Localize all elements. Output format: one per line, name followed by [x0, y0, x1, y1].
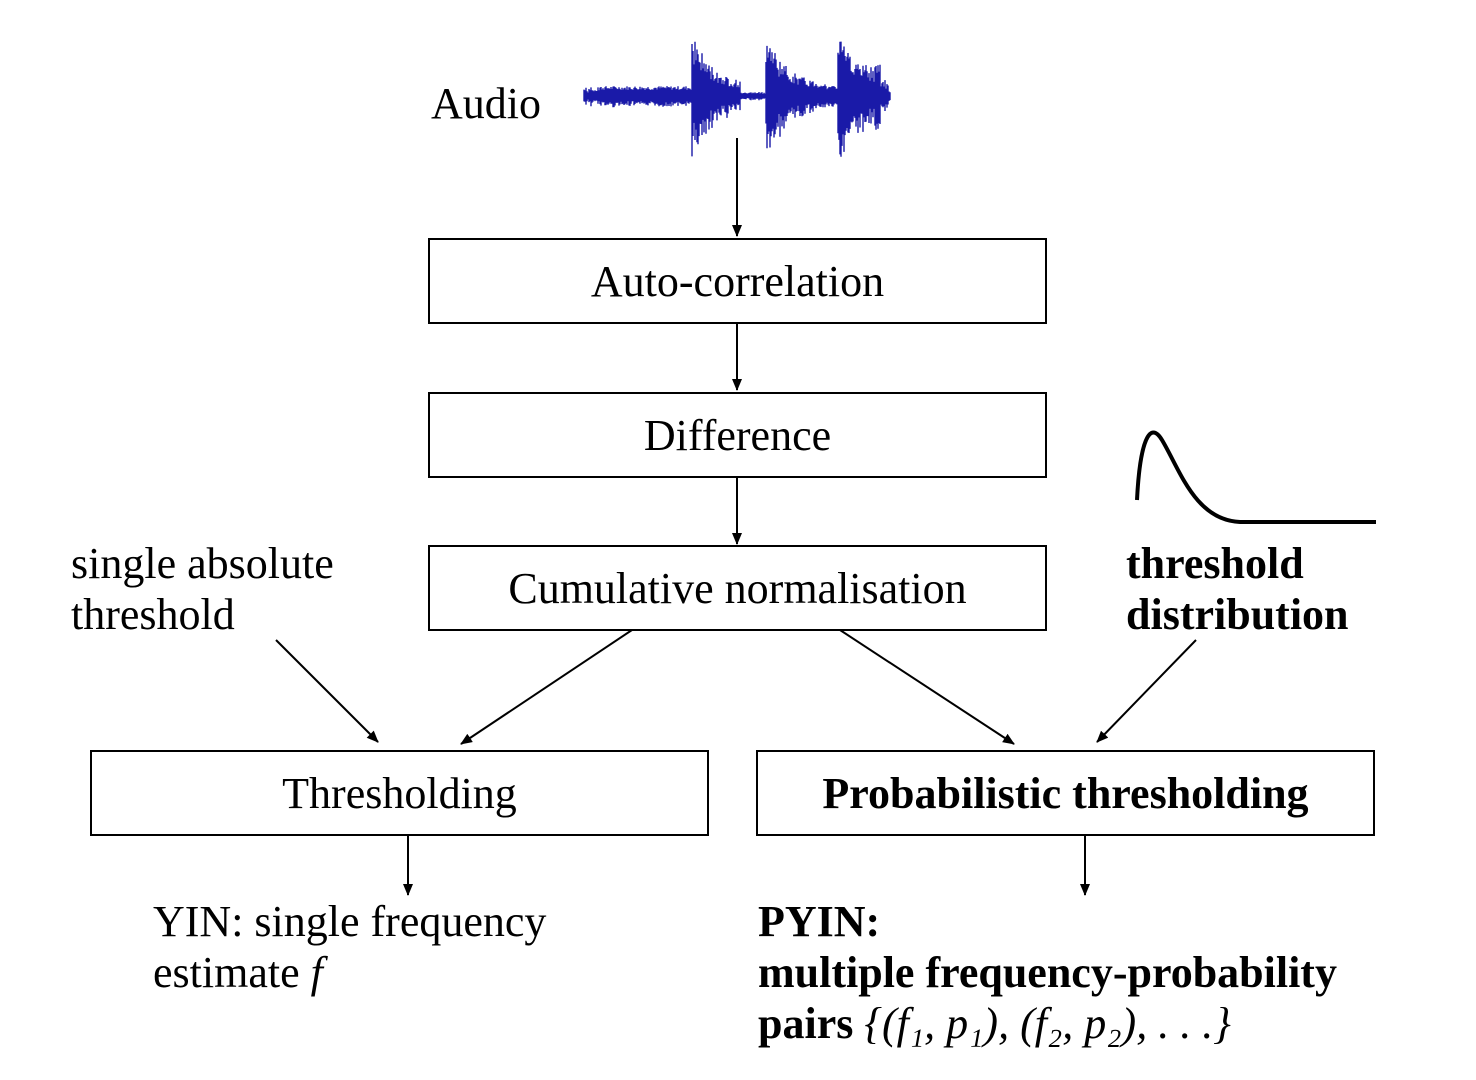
arrow-cumulative-to-thresholding: [460, 629, 633, 745]
threshold-distribution-line-1: threshold: [1126, 539, 1304, 588]
autocorrelation-label: Auto-correlation: [590, 256, 885, 306]
single-threshold-line-1: single absolute: [71, 539, 334, 588]
pyin-output-line-3: pairs {(f₁, p₁), (f₂, p₂), . . .}: [758, 998, 1337, 1049]
probabilistic-thresholding-box: Probabilistic thresholding: [756, 750, 1375, 836]
yin-output-line-2: estimate f: [153, 947, 546, 998]
difference-box: Difference: [428, 392, 1047, 478]
arrow-cumulative-to-probabilistic: [839, 629, 1015, 745]
arrow-distribution-to-probabilistic: [1096, 639, 1197, 743]
cumulative-normalisation-box: Cumulative normalisation: [428, 545, 1047, 631]
thresholding-label: Thresholding: [282, 768, 517, 818]
threshold-distribution-curve-icon: [1135, 430, 1376, 524]
audio-waveform-icon: [583, 41, 891, 157]
single-absolute-threshold-label: single absolute threshold: [71, 538, 334, 640]
audio-label: Audio: [431, 79, 541, 128]
cumulative-normalisation-label: Cumulative normalisation: [508, 563, 967, 613]
pyin-pairs-set-symbol: {(f₁, p₁), (f₂, p₂), . . .}: [864, 999, 1231, 1048]
yin-output-label: YIN: single frequency estimate f: [153, 896, 546, 998]
arrow-single-threshold-to-thresholding: [275, 639, 379, 743]
pyin-output-line-1: PYIN:: [758, 897, 881, 946]
pyin-output-label: PYIN: multiple frequency-probability pai…: [758, 896, 1337, 1049]
yin-frequency-symbol: f: [310, 948, 323, 997]
pyin-output-line-3-text: pairs: [758, 999, 854, 1048]
threshold-distribution-line-2: distribution: [1126, 590, 1349, 639]
probabilistic-thresholding-label: Probabilistic thresholding: [822, 768, 1309, 818]
difference-label: Difference: [643, 410, 832, 460]
single-threshold-line-2: threshold: [71, 590, 235, 639]
pyin-output-line-2: multiple frequency-probability: [758, 948, 1337, 997]
yin-output-line-1: YIN: single frequency: [153, 897, 547, 946]
autocorrelation-box: Auto-correlation: [428, 238, 1047, 324]
thresholding-box: Thresholding: [90, 750, 709, 836]
yin-output-line-2-text: estimate: [153, 948, 311, 997]
threshold-distribution-label: threshold distribution: [1126, 538, 1349, 640]
